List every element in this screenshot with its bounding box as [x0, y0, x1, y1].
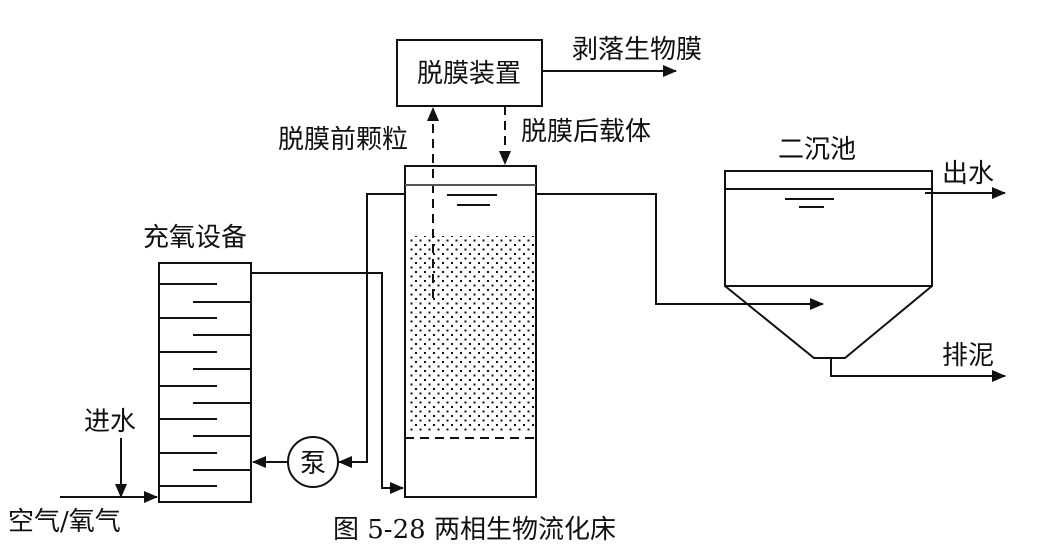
reactor-to-clarifier-pipe — [536, 193, 824, 310]
baffles — [159, 283, 251, 487]
fluidized-bed-reactor — [404, 165, 537, 498]
influent-label: 进水 — [84, 407, 136, 437]
oxygenation-column-body — [158, 262, 252, 503]
stripping-device: 脱膜装置 — [396, 39, 543, 107]
stripped-biofilm-label: 剥落生物膜 — [572, 35, 702, 65]
secondary-clarifier-label: 二沉池 — [778, 135, 856, 165]
sludge-discharge-label: 排泥 — [942, 341, 994, 371]
carrier-particle-bed — [408, 236, 534, 431]
effluent-label: 出水 — [942, 159, 994, 189]
stripping-device-box — [396, 39, 543, 107]
oxygenated-water-pipe — [251, 272, 404, 494]
figure-caption: 图 5-28 两相生物流化床 — [333, 515, 616, 545]
pump-label: 泵 — [300, 449, 326, 479]
secondary-clarifier: 二沉池 — [724, 135, 933, 359]
carrier-after-stripping-label: 脱膜后载体 — [521, 117, 651, 147]
oxygenation-column: 充氧设备 — [143, 223, 252, 503]
clarifier-hopper — [724, 285, 933, 359]
sludge-discharge-arrow — [830, 358, 1006, 382]
particles-before-stripping-label: 脱膜前颗粒 — [278, 125, 408, 155]
air-oxygen-label: 空气/氧气 — [8, 507, 121, 537]
oxygenation-equipment-label: 充氧设备 — [143, 223, 247, 253]
clarifier-tank — [724, 170, 933, 287]
stripping-device-label: 脱膜装置 — [417, 59, 521, 89]
recycle-pipe — [338, 193, 405, 468]
pump: 泵 — [287, 436, 339, 488]
reactor-vessel — [404, 165, 537, 498]
